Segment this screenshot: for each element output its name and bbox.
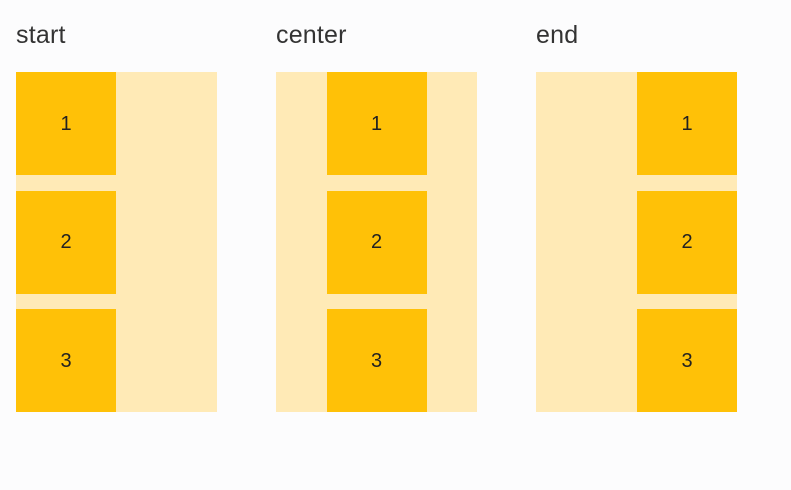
flex-item-label: 2 (60, 231, 72, 253)
column-label-end: end (536, 21, 579, 49)
column-label-center: center (276, 21, 347, 49)
flex-container-center: 1 2 3 (276, 72, 477, 412)
demo-column-end: end 1 2 3 (536, 20, 737, 412)
column-label-start: start (16, 21, 66, 49)
flex-item: 2 (16, 190, 116, 294)
flex-item-label: 3 (370, 349, 383, 372)
flex-item: 3 (637, 309, 737, 412)
flex-item: 1 (637, 72, 737, 175)
demo-column-start: start 1 2 3 (16, 20, 217, 412)
flex-item-label: 2 (681, 231, 693, 253)
flex-container-start: 1 2 3 (16, 72, 217, 412)
flex-item-label: 1 (60, 112, 72, 135)
demo-column-center: center 1 2 3 (276, 20, 477, 412)
flex-item: 3 (326, 309, 427, 412)
flex-item-label: 3 (681, 349, 693, 372)
flex-item-label: 2 (370, 231, 383, 253)
flex-item: 3 (16, 309, 116, 412)
flex-item: 2 (637, 190, 737, 294)
flex-item: 1 (16, 72, 116, 175)
flex-item-label: 3 (60, 349, 72, 372)
flex-container-end: 1 2 3 (536, 72, 737, 412)
flex-item-label: 1 (370, 112, 383, 135)
flex-item: 1 (326, 72, 427, 175)
flex-item: 2 (326, 190, 427, 294)
flex-item-label: 1 (681, 112, 693, 135)
